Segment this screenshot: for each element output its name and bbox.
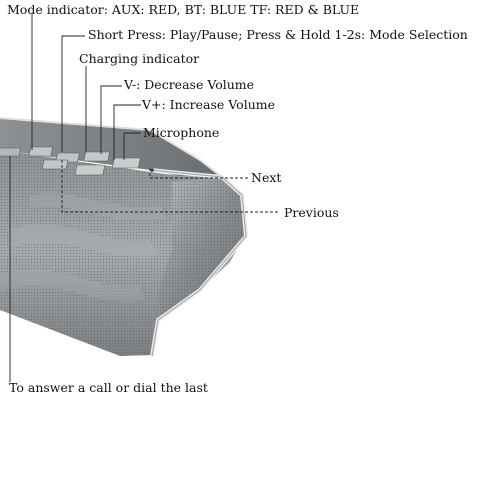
volume-up-button[interactable] — [112, 157, 141, 169]
button-row — [0, 146, 154, 176]
leader-volume-down — [100, 85, 122, 154]
label-volume-down: V-: Decrease Volume — [124, 77, 255, 92]
label-next: Next — [251, 170, 282, 185]
previous-button[interactable] — [41, 159, 69, 170]
leader-next — [149, 168, 248, 179]
leader-volume-up — [113, 104, 141, 160]
label-microphone: Microphone — [143, 125, 220, 140]
label-volume-up: V+: Increase Volume — [142, 97, 275, 112]
speaker-top-panel — [0, 118, 222, 177]
leader-lines — [9, 14, 278, 382]
label-call: To answer a call or dial the last — [9, 380, 208, 395]
volume-down-button[interactable] — [83, 151, 110, 162]
label-previous: Previous — [284, 205, 339, 220]
microphone-hole — [150, 168, 154, 172]
next-button[interactable] — [74, 164, 106, 176]
leader-previous — [61, 160, 278, 213]
leader-short-press — [61, 35, 85, 152]
label-charging-indicator: Charging indicator — [79, 51, 200, 66]
label-short-press: Short Press: Play/Pause; Press & Hold 1-… — [88, 27, 468, 42]
leader-microphone — [123, 132, 141, 160]
play-pause-button[interactable] — [28, 146, 53, 157]
mode-indicator-led — [0, 147, 21, 157]
label-mode-indicator: Mode indicator: AUX: RED, BT: BLUE TF: R… — [7, 2, 360, 17]
